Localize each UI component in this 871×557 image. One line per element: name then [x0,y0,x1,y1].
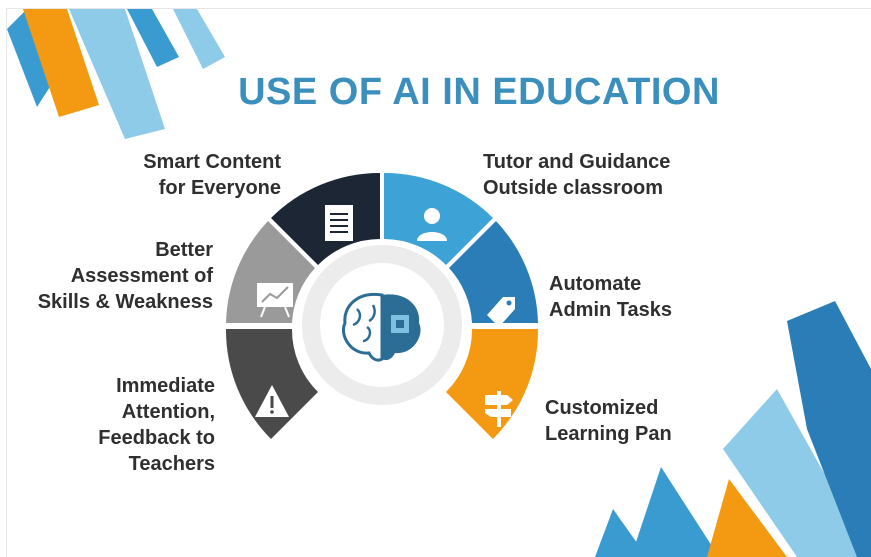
warning-icon [255,385,289,417]
page-title: USE OF AI IN EDUCATION [238,71,720,113]
bottom-right-stripes [595,301,871,557]
label-better-assessment: Better Assessment of Skills & Weakness [37,239,213,313]
segment-customized-learning [446,329,539,439]
label-smart-content: Smart Content for Everyone [143,151,281,199]
user-icon [417,208,447,241]
label-customized-learning: Customized Learning Pan [545,397,672,445]
segment-automate-admin [449,221,538,323]
decorative-stripes [7,9,871,557]
label-automate-admin: Automate Admin Tasks [549,273,672,321]
segment-immediate-attention [225,329,318,439]
brain-chip-icon [342,292,421,362]
label-immediate-attention: Immediate Attention, Feedback to Teacher… [98,375,215,475]
tag-icon [487,297,515,327]
document-icon [325,205,353,241]
ai-education-diagram [225,172,539,439]
top-left-stripes [7,9,225,139]
chart-board-icon [257,283,293,318]
signpost-icon [485,391,513,427]
label-tutor-guidance: Tutor and Guidance Outside classroom [483,151,671,199]
slide: USE OF AI IN EDUCATION [6,8,871,557]
